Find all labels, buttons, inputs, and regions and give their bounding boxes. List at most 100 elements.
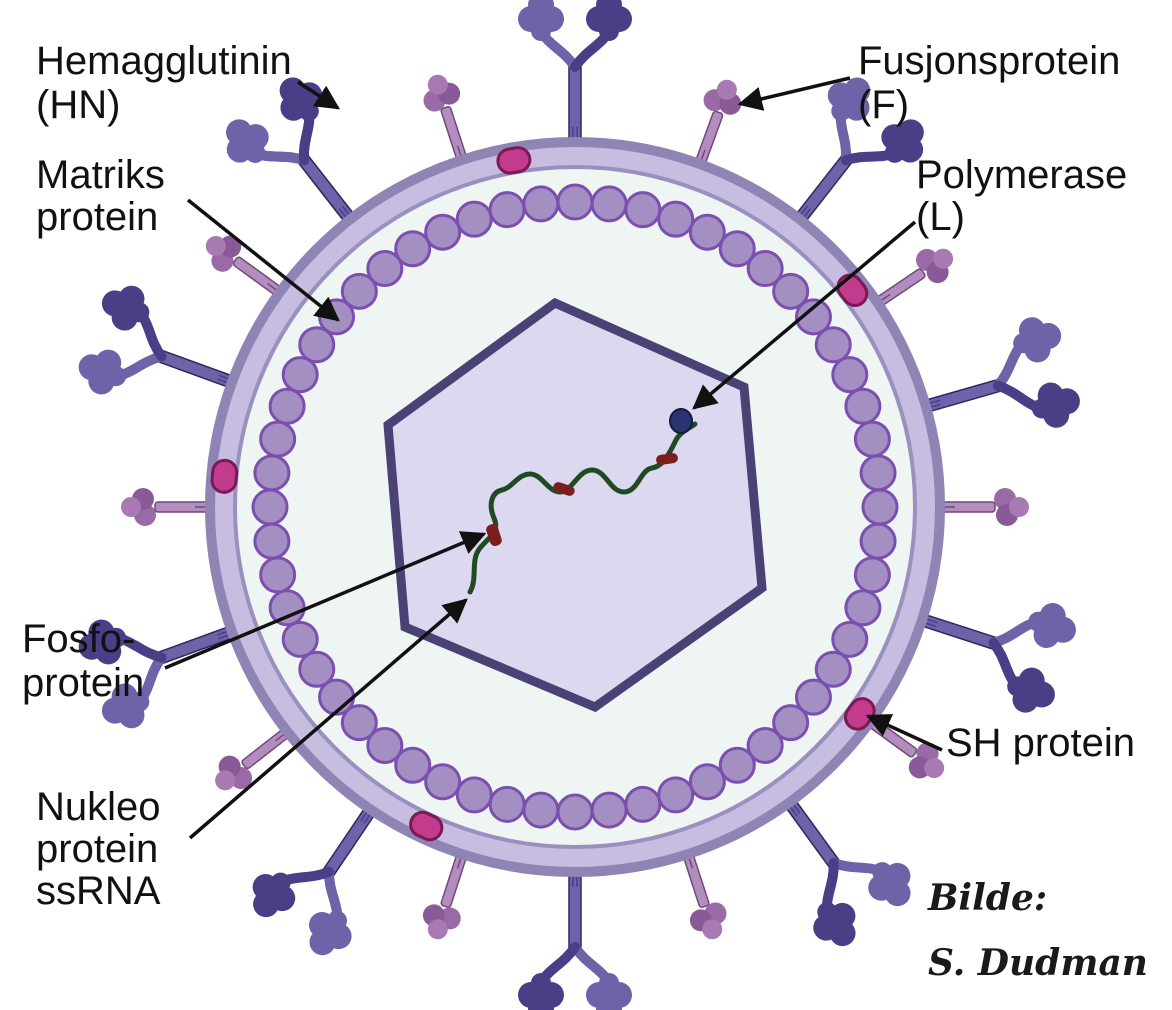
label-nukleo-line3: ssRNA <box>36 869 161 913</box>
matrix-protein-bead <box>298 650 336 688</box>
matrix-protein-bead <box>488 785 526 823</box>
label-nukleo: Nukleo protein ssRNA <box>36 785 172 913</box>
label-sh: SH protein <box>946 721 1135 765</box>
matrix-protein-bead <box>772 272 810 310</box>
matrix-protein-bead <box>522 791 560 829</box>
matrix-protein-bead <box>794 678 832 716</box>
fusion-protein-icon <box>915 488 1029 526</box>
matrix-protein-bead <box>394 230 432 268</box>
fusion-protein-icon <box>856 248 954 318</box>
credit-line2: S. Dudman <box>928 942 1148 984</box>
matrix-protein-bead <box>488 191 526 229</box>
matrix-protein-bead <box>624 785 662 823</box>
sh-protein-icon <box>409 810 444 842</box>
label-matriks: Matriks protein <box>36 153 176 239</box>
matrix-protein-bead <box>718 746 756 784</box>
hemagglutinin-spike-icon <box>901 317 1080 428</box>
label-fosfo-line2: protein <box>22 661 144 705</box>
matrix-protein-bead <box>556 793 594 831</box>
matrix-protein-bead <box>590 791 628 829</box>
arrow-sh <box>865 714 943 752</box>
matrix-protein-bead <box>859 454 897 492</box>
polymerase-icon <box>669 408 693 434</box>
matrix-protein-bead <box>455 200 493 238</box>
matrix-protein-bead <box>590 185 628 223</box>
matrix-protein-bead <box>861 488 899 526</box>
matrix-protein-bead <box>844 589 882 627</box>
matrix-protein-bead <box>814 326 852 364</box>
fusion-protein-icon <box>679 830 727 940</box>
matrix-protein-bead <box>366 250 404 288</box>
matrix-protein-bead <box>688 763 726 801</box>
matrix-protein-bead <box>746 250 784 288</box>
matrix-protein-bead <box>259 420 297 458</box>
matrix-protein-bead <box>814 650 852 688</box>
arrow-matriks <box>186 198 340 322</box>
label-hemagglutinin: Hemagglutinin (HN) <box>36 39 303 127</box>
arrow-hemagglutinin <box>297 80 341 110</box>
matrix-protein-bead <box>831 620 869 658</box>
matrix-protein-bead <box>859 522 897 560</box>
label-hemagglutinin-line1: Hemagglutinin <box>36 39 292 83</box>
matrix-protein-bead <box>522 185 560 223</box>
matrix-protein-bead <box>394 746 432 784</box>
matrix-protein-bead <box>831 356 869 394</box>
matrix-protein-bead <box>253 522 291 560</box>
hemagglutinin-spike-icon <box>78 285 257 395</box>
matrix-protein-bead <box>251 488 289 526</box>
matrix-protein-bead <box>853 420 891 458</box>
arrow-polymerase <box>692 220 917 410</box>
arrow-nukleo <box>188 598 468 840</box>
phosphoprotein-icon <box>656 453 678 465</box>
matrix-protein-bead <box>624 191 662 229</box>
phosphoprotein-icon <box>553 482 575 496</box>
matrix-protein-bead <box>281 356 319 394</box>
fusion-protein-icon <box>422 830 471 940</box>
matrix-protein-bead <box>298 326 336 364</box>
arrow-fusjon <box>737 76 851 111</box>
label-fusjon: Fusjonsprotein (F) <box>858 39 1132 127</box>
fusion-protein-icon <box>690 79 742 188</box>
matrix-protein-bead <box>259 556 297 594</box>
matrix-protein-bead <box>657 200 695 238</box>
sh-protein-icon <box>210 458 239 494</box>
matrix-protein-bead <box>853 556 891 594</box>
matrix-protein-bead <box>688 213 726 251</box>
matrix-protein-bead <box>657 776 695 814</box>
label-polymerase-line2: (L) <box>916 195 965 239</box>
label-fusjon-line2: (F) <box>858 83 909 127</box>
matrix-protein-bead <box>424 213 462 251</box>
phosphoprotein-icon <box>486 523 502 547</box>
label-nukleo-line1: Nukleo <box>36 785 161 829</box>
matrix-protein-bead <box>455 776 493 814</box>
label-matriks-line2: protein <box>36 195 158 239</box>
matrix-protein-bead <box>340 272 378 310</box>
label-hemagglutinin-line2: (HN) <box>36 83 120 127</box>
label-polymerase-line1: Polymerase <box>916 153 1127 197</box>
label-polymerase: Polymerase (L) <box>916 153 1138 239</box>
matrix-protein-bead <box>253 454 291 492</box>
matrix-protein-bead <box>424 763 462 801</box>
matrix-protein-bead <box>794 298 832 336</box>
matrix-protein-bead <box>340 704 378 742</box>
label-fusjon-line1: Fusjonsprotein <box>858 39 1120 83</box>
matrix-protein-bead <box>772 704 810 742</box>
matrix-protein-bead <box>556 183 594 221</box>
label-fosfo-line1: Fosfo- <box>22 617 135 661</box>
arrow-fosfo <box>164 531 487 670</box>
annotation-arrows <box>164 76 943 840</box>
nucleocapsid <box>383 297 767 713</box>
matrix-protein-layer <box>251 183 899 831</box>
hemagglutinin-spike-icon <box>782 77 924 241</box>
matrix-protein-bead <box>268 387 306 425</box>
matrix-protein-bead <box>718 230 756 268</box>
label-nukleo-line2: protein <box>36 827 158 871</box>
credit-line1: Bilde: <box>927 877 1047 919</box>
label-fosfo: Fosfo- protein <box>22 617 146 705</box>
hemagglutinin-spike-icon <box>518 0 632 167</box>
matrix-protein-bead <box>268 589 306 627</box>
matrix-protein-bead <box>281 620 319 658</box>
matrix-protein-bead <box>844 387 882 425</box>
matrix-protein-bead <box>746 726 784 764</box>
